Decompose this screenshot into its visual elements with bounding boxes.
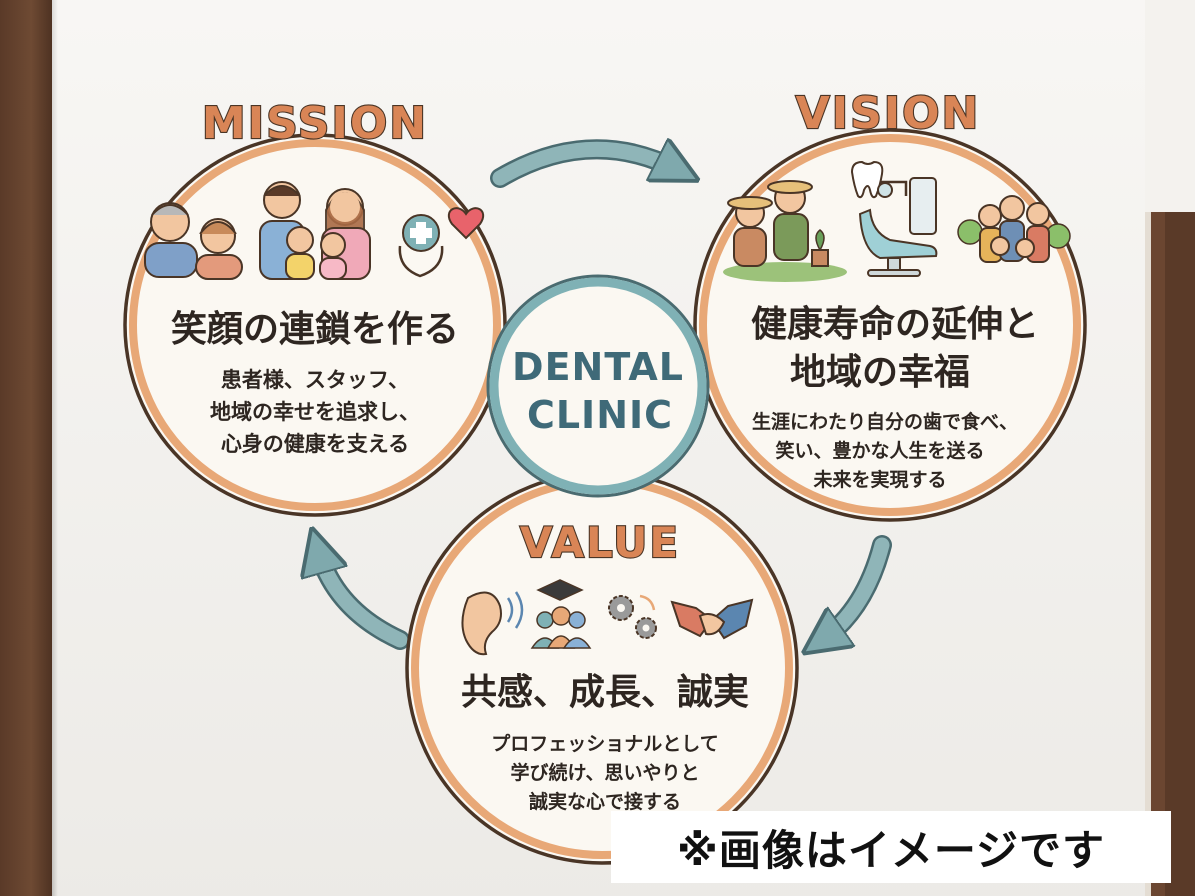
mission-body-line-1: 患者様、スタッフ、 (221, 368, 409, 392)
center-line-2: CLINIC (527, 393, 673, 437)
vision-body-line-1: 生涯にわたり自分の歯で食べ、 (752, 410, 1018, 433)
value-heading: 共感、成長、誠実 (461, 672, 749, 713)
center-circle: DENTAL CLINIC (486, 274, 710, 498)
graduation-team-icon (530, 579, 592, 649)
community-illustration (957, 195, 1071, 263)
vision-heading-line-1: 健康寿命の延伸と (751, 303, 1039, 345)
value-body-line-3: 誠実な心で接する (529, 790, 681, 813)
image-disclaimer-caption: ※画像はイメージです (677, 825, 1105, 875)
mission-heading: 笑顔の連鎖を作る (171, 309, 459, 350)
wood-wall-panel (0, 0, 58, 896)
medical-cross-icon (398, 214, 444, 278)
handshake-icon (670, 598, 754, 640)
vision-body-line-2: 笑い、豊かな人生を送る (775, 439, 984, 462)
caption-box: ※画像はイメージです (611, 811, 1171, 883)
heart-icon (447, 207, 485, 240)
value-body-line-2: 学び続け、思いやりと (510, 761, 699, 784)
vision-circle: VISION (693, 87, 1087, 522)
vision-title: VISION (796, 88, 981, 139)
value-title: VALUE (520, 518, 680, 567)
value-circle: VALUE 共感、成長、誠実 プロフェッショナル (405, 471, 799, 865)
center-line-1: DENTAL (512, 345, 684, 389)
mission-body-line-3: 心身の健康を支える (221, 432, 409, 456)
mission-circle: MISSION (123, 97, 507, 517)
door-frame (1145, 212, 1195, 896)
gardening-seniors-illustration (723, 180, 847, 282)
dental-chair-illustration (858, 177, 938, 277)
value-body-line-1: プロフェッショナルとして (491, 732, 718, 755)
cycle-arrows (318, 149, 892, 640)
gears-icon (608, 594, 657, 639)
vision-body-line-3: 未来を実現する (812, 468, 946, 491)
vision-heading-line-2: 地域の幸福 (790, 352, 970, 393)
family-illustration (144, 181, 371, 280)
mission-body-line-2: 地域の幸せを追求し、 (210, 400, 420, 424)
ear-icon (461, 591, 524, 656)
mission-title: MISSION (202, 98, 428, 149)
tooth-icon (850, 160, 884, 199)
